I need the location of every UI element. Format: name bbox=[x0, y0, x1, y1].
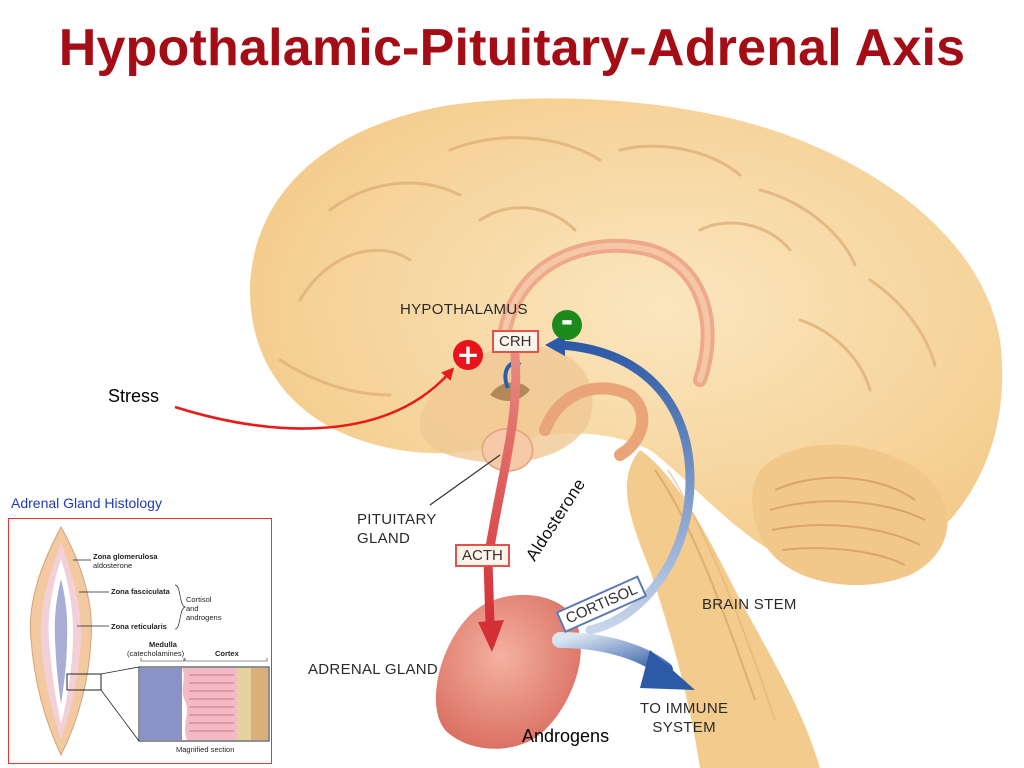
acth-label: ACTH bbox=[455, 544, 510, 567]
immune-arrowhead bbox=[640, 650, 695, 690]
positive-feedback-sign: + bbox=[453, 340, 483, 370]
stress-label: Stress bbox=[108, 386, 160, 406]
to-immune-label: TO IMMUNE SYSTEM bbox=[640, 700, 729, 736]
zf-zr-product-label: Cortisol and androgens bbox=[186, 595, 222, 622]
adrenal-gland bbox=[435, 594, 581, 749]
zona-reticularis-label: Zona reticularis bbox=[111, 622, 167, 631]
magnified-section bbox=[138, 666, 270, 742]
adrenal-cross-section bbox=[29, 525, 270, 757]
pituitary-leader-line bbox=[429, 454, 501, 506]
medulla-label: Medulla bbox=[149, 640, 177, 649]
cortisol-feedback-arrow bbox=[555, 340, 695, 635]
acth-arrowhead bbox=[478, 620, 504, 652]
histology-caption: Adrenal Gland Histology bbox=[11, 495, 162, 511]
magnified-section-label: Magnified section bbox=[176, 745, 235, 754]
cortex-label: Cortex bbox=[215, 649, 239, 658]
cortisol-arrowhead bbox=[545, 334, 565, 356]
androgens-label: Androgens bbox=[522, 726, 610, 746]
adrenal-gland-label: ADRENAL GLAND bbox=[308, 661, 439, 678]
negative-feedback-sign: - bbox=[552, 307, 582, 340]
hypothalamus-label: HYPOTHALAMUS bbox=[400, 301, 528, 318]
histology-inset: Zona glomerulosa aldosterone Zona fascic… bbox=[8, 518, 272, 764]
medulla-product-label: (catecholamines) bbox=[127, 649, 185, 658]
zg-product-label: aldosterone bbox=[93, 561, 133, 570]
cerebellum bbox=[752, 444, 948, 585]
zona-fasciculata-label: Zona fasciculata bbox=[111, 587, 170, 596]
crh-label: CRH bbox=[492, 330, 539, 353]
brain-stem bbox=[626, 450, 820, 768]
slide-title: Hypothalamic-Pituitary-Adrenal Axis bbox=[58, 19, 966, 77]
pituitary-label: PITUITARY GLAND bbox=[357, 511, 437, 547]
zona-glomerulosa-label: Zona glomerulosa bbox=[93, 552, 158, 561]
brain-stem-label: BRAIN STEM bbox=[702, 596, 797, 613]
stress-arrow bbox=[174, 367, 455, 430]
